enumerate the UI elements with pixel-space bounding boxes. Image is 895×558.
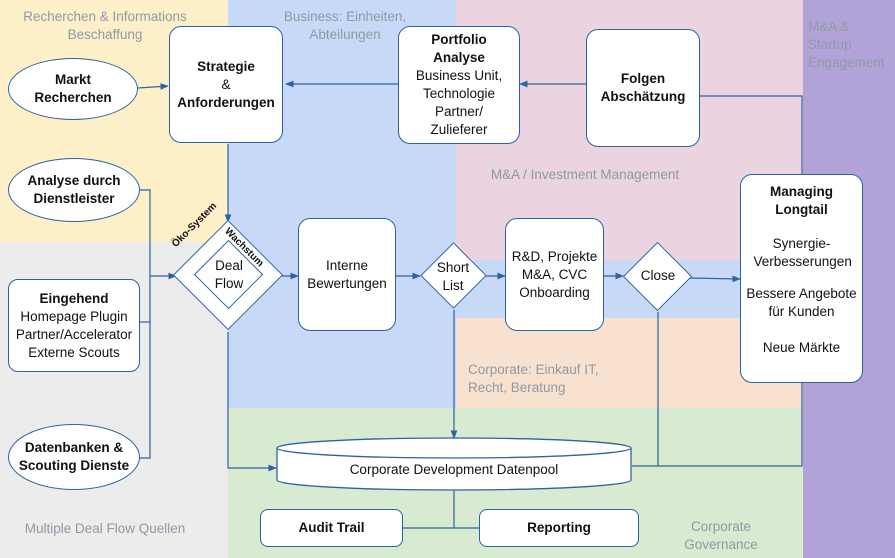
portfolio-node[interactable]: Portfolio Analyse Business Unit, Technol… bbox=[398, 26, 520, 144]
managing-item-3: Neue Märkte bbox=[762, 340, 841, 355]
datenpool-cylinder bbox=[276, 437, 632, 491]
interne-bewertungen-label: Interne Bewertungen bbox=[307, 257, 387, 291]
zone-label-mna-investment: M&A / Investment Management bbox=[490, 167, 680, 182]
eingehend-line-2: Partner/Accelerator bbox=[15, 326, 133, 342]
strategie-amp: & bbox=[221, 76, 231, 92]
eingehend-node[interactable]: Eingehend Homepage Plugin Partner/Accele… bbox=[8, 279, 140, 372]
zone-label-research: Recherchen & Informations Beschaffung bbox=[23, 9, 187, 42]
strategie-sub: Anforderungen bbox=[177, 94, 275, 110]
folgen-node[interactable]: Folgen Abschätzung bbox=[586, 29, 700, 147]
deal-flow-label: Deal Flow bbox=[214, 258, 244, 291]
short-list-label: Short List bbox=[436, 260, 470, 293]
portfolio-line-3: Partner/ bbox=[434, 104, 484, 119]
markt-recherchen-label: Markt Recherchen bbox=[34, 72, 112, 105]
analyse-dienstleister-label: Analyse durch Dienstleister bbox=[27, 173, 121, 206]
folgen-label: Folgen Abschätzung bbox=[600, 71, 686, 104]
strategie-node[interactable]: Strategie & Anforderungen bbox=[169, 26, 283, 143]
rnd-line-3: Onboarding bbox=[519, 284, 590, 300]
markt-recherchen-node[interactable]: Markt Recherchen bbox=[8, 58, 138, 120]
analyse-dienstleister-node[interactable]: Analyse durch Dienstleister bbox=[8, 158, 140, 222]
zone-label-mna-startup: M&A & Startup Engagement bbox=[808, 19, 885, 70]
rnd-line-2: M&A, CVC bbox=[521, 266, 588, 282]
rnd-node[interactable]: R&D, Projekte M&A, CVC Onboarding bbox=[505, 218, 604, 331]
managing-title: Managing Longtail bbox=[770, 184, 833, 217]
portfolio-line-1: Business Unit, bbox=[415, 68, 503, 83]
reporting-label: Reporting bbox=[527, 520, 591, 535]
audit-trail-node[interactable]: Audit Trail bbox=[260, 509, 403, 547]
strategie-title: Strategie bbox=[197, 58, 255, 74]
portfolio-title: Portfolio Analyse bbox=[431, 32, 487, 65]
reporting-node[interactable]: Reporting bbox=[479, 509, 639, 547]
zone-label-governance: Corporate Governance bbox=[684, 519, 758, 552]
eingehend-title: Eingehend bbox=[39, 290, 109, 306]
eingehend-line-3: Externe Scouts bbox=[28, 344, 120, 360]
managing-longtail-node[interactable]: Managing Longtail Synergie-Verbesserunge… bbox=[740, 174, 863, 383]
datenpool-label[interactable]: Corporate Development Datenpool bbox=[349, 462, 559, 477]
audit-trail-label: Audit Trail bbox=[298, 520, 365, 535]
datenbanken-label: Datenbanken & Scouting Dienste bbox=[18, 440, 130, 473]
portfolio-line-4: Zulieferer bbox=[430, 122, 488, 137]
eingehend-line-1: Homepage Plugin bbox=[20, 308, 128, 324]
zone-label-multiple-sources: Multiple Deal Flow Quellen bbox=[24, 521, 186, 536]
zone-label-corporate-it: Corporate: Einkauf IT, Recht, Beratung bbox=[468, 362, 599, 395]
datenbanken-node[interactable]: Datenbanken & Scouting Dienste bbox=[8, 424, 140, 490]
managing-item-1: Synergie-Verbesserungen bbox=[753, 236, 852, 269]
interne-bewertungen-node[interactable]: Interne Bewertungen bbox=[298, 218, 396, 331]
rnd-line-1: R&D, Projekte bbox=[511, 248, 598, 264]
close-label: Close bbox=[640, 268, 676, 283]
zone-label-business: Business: Einheiten, Abteilungen bbox=[283, 9, 407, 42]
portfolio-line-2: Technologie bbox=[422, 86, 496, 101]
managing-item-2: Bessere Angebote für Kunden bbox=[746, 286, 857, 319]
